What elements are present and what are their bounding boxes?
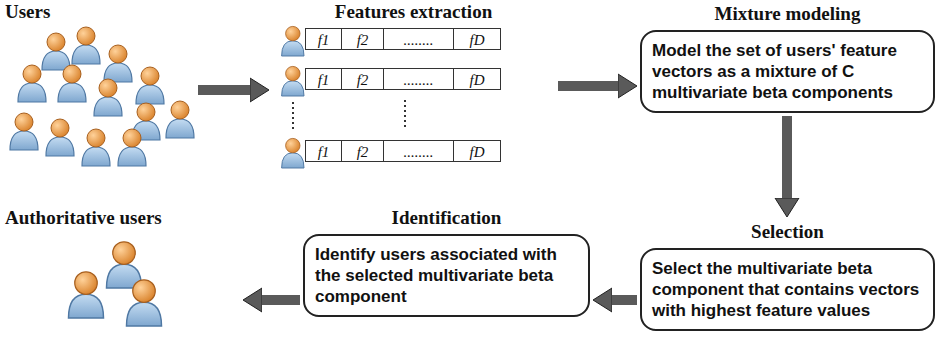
feature-cell: ........ [383, 140, 454, 162]
process-box: Mixture modelingModel the set of users' … [640, 2, 935, 113]
heading: Authoritative users [5, 206, 240, 230]
user-icon [282, 138, 304, 168]
user-icon [136, 67, 164, 104]
user-icon [69, 272, 104, 318]
users-group: Users [5, 0, 195, 170]
flow-arrow [558, 81, 618, 91]
feature-cell: f2 [341, 28, 384, 50]
user-icon [18, 65, 46, 102]
box-text: Select the multivariate beta component t… [640, 248, 935, 331]
flow-arrow [262, 295, 300, 305]
flow-arrow [198, 85, 250, 95]
user-icon [58, 65, 86, 102]
feature-cell: f1 [305, 28, 342, 50]
feature-cell: f2 [341, 140, 384, 162]
users-crowd [10, 27, 194, 166]
user-icon [72, 27, 100, 64]
box-text: Model the set of users' feature vectors … [640, 30, 935, 113]
user-icon [42, 33, 70, 70]
process-box: SelectionSelect the multivariate beta co… [640, 220, 935, 331]
features-group: Features extractionf1f2........fDf1f2...… [272, 0, 555, 170]
user-icon [10, 113, 38, 150]
user-icon [118, 129, 146, 166]
user-icon [282, 66, 304, 96]
feature-cell: ........ [383, 28, 454, 50]
feature-cell: ........ [383, 68, 454, 90]
user-icon [104, 45, 132, 82]
feature-cell: fD [453, 140, 501, 162]
process-box: IdentificationIdentify users associated … [303, 206, 590, 317]
feature-cell: f2 [341, 68, 384, 90]
authoritative-group: Authoritative users [5, 206, 240, 332]
feature-cell: fD [453, 68, 501, 90]
user-icon [107, 242, 142, 288]
dotted-line [292, 102, 294, 130]
authoritative-users-icons [69, 242, 162, 326]
feature-cell: fD [453, 28, 501, 50]
user-icon [166, 101, 194, 138]
user-icon [127, 280, 162, 326]
flow-arrow [782, 116, 792, 198]
heading: Identification [303, 206, 590, 230]
flow-arrow [612, 295, 637, 305]
user-icon [46, 119, 74, 156]
user-icon [282, 26, 304, 56]
feature-cell: f1 [305, 68, 342, 90]
heading: Selection [640, 220, 935, 244]
dotted-line [404, 100, 406, 128]
feature-cell: f1 [305, 140, 342, 162]
heading: Features extraction [272, 0, 555, 24]
user-icon [94, 79, 122, 116]
box-text: Identify users associated with the selec… [303, 234, 590, 317]
heading: Mixture modeling [640, 2, 935, 26]
user-icon [82, 129, 110, 166]
ellipsis-dots [293, 100, 405, 130]
feature-row-icons [282, 26, 304, 168]
heading: Users [5, 0, 195, 24]
